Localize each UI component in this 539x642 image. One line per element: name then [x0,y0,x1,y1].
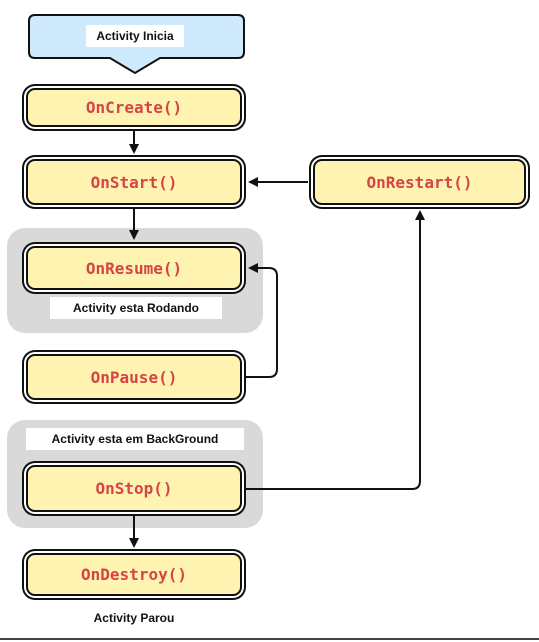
start-label: Activity Inicia [28,17,242,55]
onpause-box: OnPause() [26,354,242,400]
background-group-label: Activity esta em BackGround [26,428,244,450]
onstart-box: OnStart() [26,159,242,205]
ondestroy-box: OnDestroy() [26,553,242,596]
bottom-border [0,638,539,640]
onresume-box: OnResume() [26,246,242,290]
arrow-pause-to-resume [246,263,278,378]
arrow-stop-to-restart [246,210,425,490]
oncreate-box: OnCreate() [26,88,242,127]
stopped-label: Activity Parou [93,611,175,625]
onstop-box: OnStop() [26,465,242,512]
running-group-label: Activity esta Rodando [50,297,222,319]
onrestart-box: OnRestart() [313,159,526,205]
